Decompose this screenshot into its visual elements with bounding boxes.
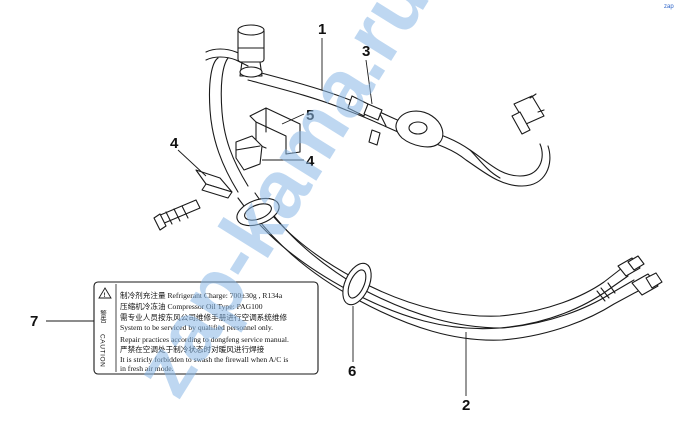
hose-2 <box>237 192 663 341</box>
callout-2: 2 <box>462 397 470 414</box>
caution-side-en: CAUTION <box>99 334 106 367</box>
watermark-corner: zap <box>664 4 674 10</box>
caution-line-5: Repair practices according to dongfeng s… <box>120 335 289 344</box>
hose-1 <box>205 48 551 193</box>
caution-line-3: 需专业人员按东风公司维修手册进行空调系统维修 <box>120 312 287 322</box>
union-3 <box>347 95 387 146</box>
caution-line-4: System to be serviced by qualified perso… <box>120 323 273 332</box>
clamp-4-upper <box>235 135 263 171</box>
watermark: zap-kama.ru zap <box>116 0 674 412</box>
caution-line-6: 严禁在空调处于制冷状态时对暖风进行焊接 <box>120 344 265 354</box>
sealing-plate <box>395 110 444 148</box>
callout-3: 3 <box>362 43 370 60</box>
grommet-6 <box>342 262 372 306</box>
compressor-fitting <box>237 24 265 78</box>
caution-line-1: 制冷剂充注量 Refrigerant Charge: 700±30g , R13… <box>120 290 283 300</box>
bracket-5 <box>249 107 301 155</box>
svg-text:!: ! <box>104 293 106 299</box>
caution-line-7: It is stricly forbidden to swash the fir… <box>120 355 288 364</box>
caution-line-2: 压缩机冷冻油 Compressor Oil Type: PAG100 <box>120 301 263 311</box>
callout-4a: 4 <box>170 135 179 152</box>
caution-side-cn: 警告 <box>99 309 107 325</box>
callout-4b: 4 <box>306 153 315 170</box>
caution-label: ! 警告 CAUTION 制冷剂充注量 Refrigerant Charge: … <box>93 281 319 375</box>
warning-triangle-icon: ! <box>98 287 112 299</box>
callout-6: 6 <box>348 363 356 380</box>
callout-1: 1 <box>318 21 326 38</box>
callout-7: 7 <box>30 313 38 330</box>
caution-line-8: in fresh air mode. <box>120 364 174 373</box>
callout-5: 5 <box>306 107 314 124</box>
callouts: 1 2 3 4 4 5 6 7 <box>30 21 470 414</box>
ring-clamp <box>236 197 280 227</box>
